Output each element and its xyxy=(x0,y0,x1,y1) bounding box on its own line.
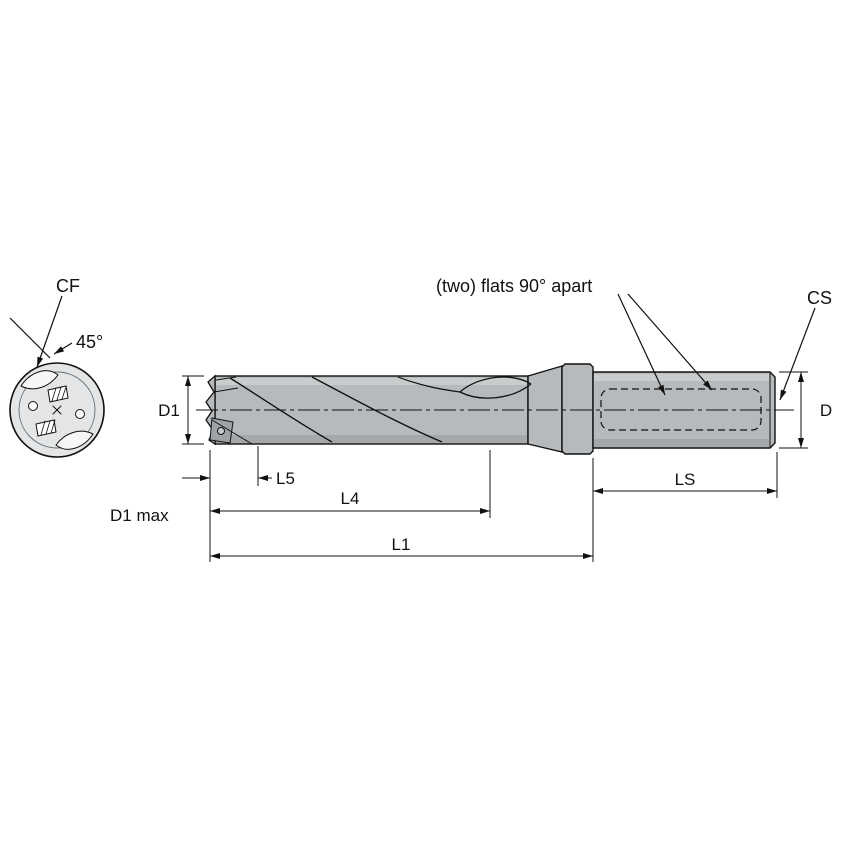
dimension-l1: L1 xyxy=(210,535,593,559)
flute-pocket-lower xyxy=(55,430,94,450)
coolant-hole-left xyxy=(28,401,38,411)
dim-ls-label: LS xyxy=(675,470,696,489)
dimension-ls: LS xyxy=(593,470,777,494)
front-view-inner-circle xyxy=(18,371,96,449)
dim-d1max-label: D1 max xyxy=(110,506,169,525)
body-highlight-strip xyxy=(216,378,527,385)
insert-front-inner xyxy=(35,419,57,437)
cf-leader-arrow xyxy=(36,295,63,368)
dim-l1-label: L1 xyxy=(392,535,411,554)
dimension-l5: L5 xyxy=(182,469,295,488)
cs-leader-arrow xyxy=(779,307,816,401)
cone-transition xyxy=(527,365,563,453)
insert-front-outer xyxy=(47,385,69,403)
flute-curves xyxy=(229,376,532,443)
dimension-d1: D1 xyxy=(158,375,204,445)
flats-leader-arrow-2 xyxy=(627,293,713,391)
coolant-hole-right xyxy=(75,409,85,419)
shank-shadow-strip xyxy=(594,439,769,447)
drill-side-view xyxy=(196,363,794,455)
dimension-l4: L4 xyxy=(210,489,490,514)
center-point-cross xyxy=(52,405,62,415)
dimensions: D1 D L5 D1 max xyxy=(110,371,832,562)
front-view-annotations: CF 45° xyxy=(9,276,103,368)
chamfer-angle-label: 45° xyxy=(76,332,103,352)
front-view xyxy=(9,362,105,458)
shank-highlight-strip xyxy=(594,374,769,381)
flute-pocket-upper xyxy=(20,370,59,390)
flats-note-label: (two) flats 90° apart xyxy=(436,276,592,296)
insert-screw xyxy=(217,427,225,435)
dim-l4-label: L4 xyxy=(341,489,360,508)
dimension-d: D xyxy=(779,371,832,449)
cs-label: CS xyxy=(807,288,832,308)
tip-insert-detail xyxy=(209,376,253,445)
angle-leader-arrow xyxy=(53,342,73,355)
dim-d-label: D xyxy=(820,401,832,420)
dim-d1-label: D1 xyxy=(158,401,180,420)
flats-leader-arrow-1 xyxy=(617,293,666,396)
callouts: (two) flats 90° apart CS xyxy=(436,276,832,401)
cf-label: CF xyxy=(56,276,80,296)
body-shadow-strip xyxy=(216,435,527,443)
dim-l5-label: L5 xyxy=(276,469,295,488)
flange xyxy=(561,363,594,455)
chamfer-reference-line xyxy=(9,317,51,359)
